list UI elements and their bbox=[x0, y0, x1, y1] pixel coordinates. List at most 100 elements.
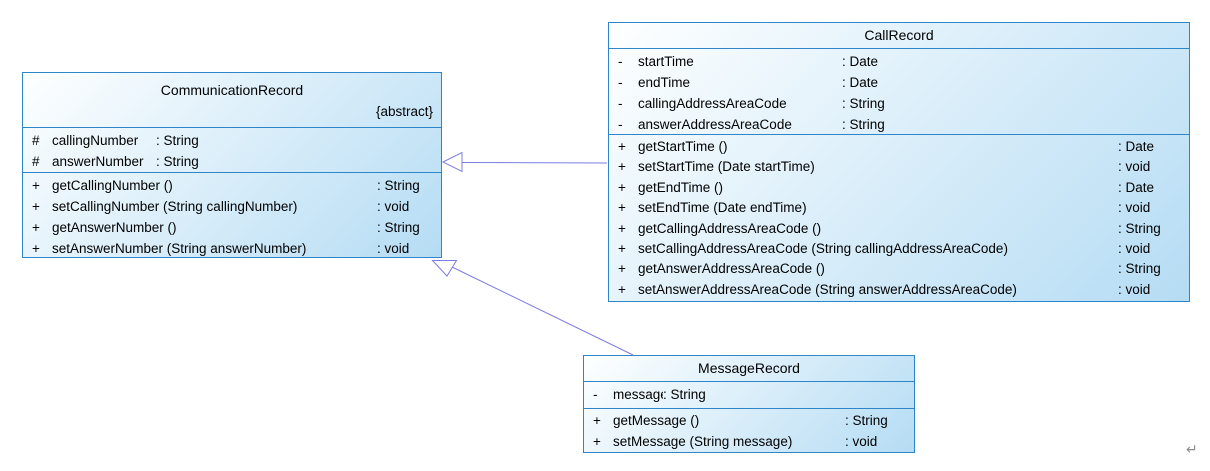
method-row: + getCallingAddressAreaCode () : String bbox=[609, 219, 1189, 239]
methods-compartment: + getMessage () : String + setMessage (S… bbox=[584, 408, 914, 452]
method-return-type: : String bbox=[1118, 261, 1161, 277]
method-name: getMessage () bbox=[613, 413, 700, 428]
abstract-stereotype: {abstract} bbox=[375, 104, 433, 119]
method-row: + getAnswerNumber () : String bbox=[23, 217, 441, 238]
method-name: setAnswerNumber (String answerNumber) bbox=[52, 241, 307, 256]
method-row: + setMessage (String message) : void bbox=[584, 432, 914, 453]
attribute-type: : String bbox=[842, 96, 885, 111]
attribute-name: startTime bbox=[638, 54, 694, 69]
class-name: MessageRecord bbox=[698, 360, 800, 376]
visibility-marker: + bbox=[618, 200, 626, 216]
class-title: MessageRecord bbox=[584, 356, 914, 381]
visibility-marker: + bbox=[618, 179, 626, 195]
method-row: + getMessage () : String bbox=[584, 411, 914, 432]
visibility-marker: + bbox=[618, 240, 626, 256]
method-name: getAnswerAddressAreaCode () bbox=[638, 261, 825, 277]
visibility-marker: - bbox=[618, 54, 623, 69]
attribute-type: : Date bbox=[842, 75, 879, 90]
method-row: + setStartTime (Date startTime) : void bbox=[609, 157, 1189, 177]
method-return-type: : String bbox=[377, 178, 420, 193]
method-row: + setAnswerAddressAreaCode (String answe… bbox=[609, 280, 1189, 300]
visibility-marker: + bbox=[593, 433, 601, 449]
generalization-arrowhead-messagerecord[interactable] bbox=[431, 260, 458, 277]
visibility-marker: + bbox=[593, 413, 601, 428]
class-messagerecord[interactable]: MessageRecord - message : String + getMe… bbox=[583, 355, 915, 453]
method-return-type: : void bbox=[1118, 159, 1151, 175]
class-callrecord[interactable]: CallRecord - startTime : Date - endTime … bbox=[608, 22, 1190, 302]
method-row: + getEndTime () : Date bbox=[609, 178, 1189, 198]
method-return-type: : void bbox=[377, 241, 410, 256]
visibility-marker: + bbox=[32, 241, 40, 256]
attribute-name: answerNumber bbox=[52, 154, 144, 169]
generalization-arrowhead-callrecord[interactable] bbox=[441, 151, 463, 173]
class-title: CommunicationRecord {abstract} bbox=[23, 73, 441, 127]
method-name: getStartTime () bbox=[638, 139, 728, 154]
generalization-line-callrecord[interactable] bbox=[461, 162, 608, 164]
method-return-type: : void bbox=[845, 433, 878, 449]
attribute-name: endTime bbox=[638, 75, 691, 90]
class-name: CommunicationRecord bbox=[160, 82, 304, 98]
attribute-name: callingAddressAreaCode bbox=[638, 96, 787, 111]
method-return-type: : String bbox=[845, 413, 888, 428]
method-row: + setAnswerNumber (String answerNumber) … bbox=[23, 238, 441, 257]
attribute-type: : String bbox=[156, 154, 199, 169]
method-return-type: : Date bbox=[1118, 179, 1155, 195]
visibility-marker: - bbox=[618, 117, 623, 132]
visibility-marker: + bbox=[618, 261, 626, 277]
method-return-type: : void bbox=[377, 199, 410, 214]
visibility-marker: - bbox=[618, 96, 623, 111]
carriage-return-mark: ↵ bbox=[1186, 441, 1198, 457]
visibility-marker: - bbox=[618, 75, 623, 90]
attribute-row: - endTime : Date bbox=[609, 72, 1189, 93]
class-communicationrecord[interactable]: CommunicationRecord {abstract} # calling… bbox=[22, 72, 442, 258]
visibility-marker: + bbox=[618, 281, 626, 297]
method-name: setMessage (String message) bbox=[613, 433, 793, 449]
visibility-marker: # bbox=[32, 133, 40, 148]
method-row: + getAnswerAddressAreaCode () : String bbox=[609, 259, 1189, 279]
visibility-marker: # bbox=[32, 154, 40, 169]
attribute-row: # callingNumber : String bbox=[23, 130, 441, 151]
method-row: + setCallingAddressAreaCode (String call… bbox=[609, 239, 1189, 259]
attribute-row: # answerNumber : String bbox=[23, 151, 441, 172]
method-row: + setCallingNumber (String callingNumber… bbox=[23, 196, 441, 217]
method-name: setEndTime (Date endTime) bbox=[638, 200, 807, 216]
visibility-marker: + bbox=[32, 199, 40, 214]
attribute-name: answerAddressAreaCode bbox=[638, 117, 792, 132]
attribute-row: - callingAddressAreaCode : String bbox=[609, 93, 1189, 114]
methods-compartment: + getCallingNumber () : String + setCall… bbox=[23, 172, 441, 257]
attributes-compartment: - startTime : Date - endTime : Date - ca… bbox=[609, 48, 1189, 134]
methods-compartment: + getStartTime () : Date + setStartTime … bbox=[609, 134, 1189, 301]
method-row: + setEndTime (Date endTime) : void bbox=[609, 198, 1189, 218]
attributes-compartment: # callingNumber : String # answerNumber … bbox=[23, 127, 441, 172]
generalization-line-messagerecord[interactable] bbox=[451, 266, 634, 356]
attribute-type: : String bbox=[156, 133, 199, 148]
method-return-type: : String bbox=[1118, 220, 1161, 236]
method-name: setCallingAddressAreaCode (String callin… bbox=[638, 240, 1008, 256]
method-return-type: : void bbox=[1118, 281, 1151, 297]
attribute-name: callingNumber bbox=[52, 133, 139, 148]
method-name: setCallingNumber (String callingNumber) bbox=[52, 199, 298, 214]
attribute-type: : String bbox=[842, 117, 885, 132]
class-name: CallRecord bbox=[864, 27, 934, 43]
method-name: getCallingAddressAreaCode () bbox=[638, 220, 822, 236]
attribute-type: : String bbox=[663, 387, 706, 402]
method-row: + getStartTime () : Date bbox=[609, 137, 1189, 157]
visibility-marker: + bbox=[32, 178, 40, 193]
method-return-type: : Date bbox=[1118, 139, 1155, 154]
attribute-row: - startTime : Date bbox=[609, 51, 1189, 72]
method-name: setAnswerAddressAreaCode (String answerA… bbox=[638, 281, 1017, 297]
attribute-type: : Date bbox=[842, 54, 879, 69]
visibility-marker: + bbox=[32, 220, 40, 235]
method-name: getEndTime () bbox=[638, 179, 724, 195]
visibility-marker: - bbox=[593, 387, 598, 402]
attribute-row: - answerAddressAreaCode : String bbox=[609, 114, 1189, 134]
method-name: getAnswerNumber () bbox=[52, 220, 177, 235]
attribute-name: message bbox=[613, 387, 663, 402]
attributes-compartment: - message : String bbox=[584, 381, 914, 408]
visibility-marker: + bbox=[618, 139, 626, 154]
method-return-type: : String bbox=[377, 220, 420, 235]
method-return-type: : void bbox=[1118, 200, 1151, 216]
attribute-row: - message : String bbox=[584, 384, 914, 405]
visibility-marker: + bbox=[618, 159, 626, 175]
